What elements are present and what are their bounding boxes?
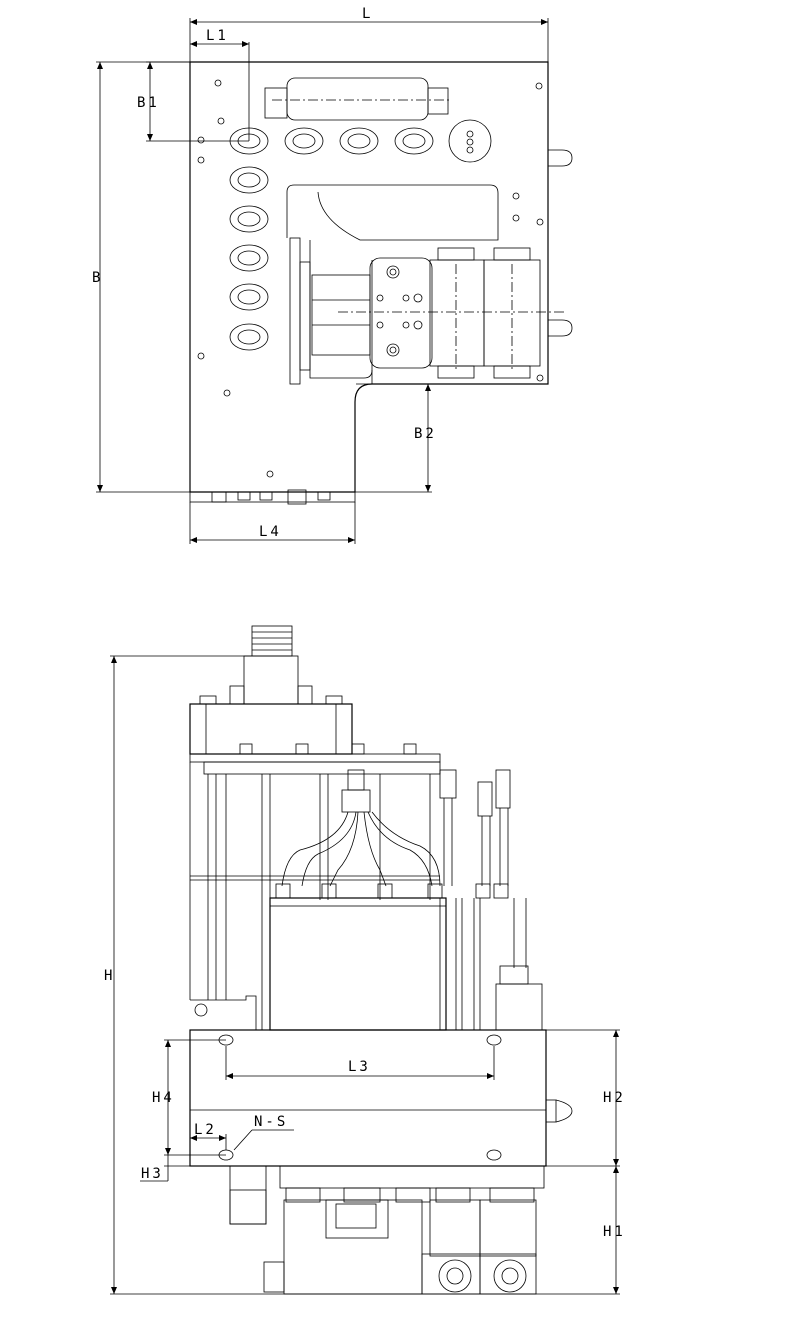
callout-NS: N-S (233, 1114, 294, 1151)
label-H1: H1 (603, 1224, 626, 1240)
dimension-H1: H1 (603, 1166, 626, 1294)
solenoid-front (495, 983, 543, 1031)
dimension-L4: L4 (189, 502, 356, 544)
front-view: H L3 H4 H2 L2 N-S (104, 625, 626, 1295)
top-connector (251, 625, 293, 657)
top-view-outline (189, 61, 549, 493)
top-view: L L1 B1 B B2 L4 (92, 6, 573, 544)
label-H2: H2 (603, 1090, 626, 1106)
dimension-H3: H3 (140, 1155, 190, 1182)
fitting-row (229, 119, 492, 163)
top-plate (189, 703, 353, 755)
label-B2: B2 (414, 426, 437, 442)
label-L1: L1 (206, 28, 229, 44)
dimension-B2: B2 (355, 384, 437, 493)
dimension-H: H (104, 655, 620, 1295)
dimension-H4: H4 (152, 1039, 226, 1156)
label-NS: N-S (254, 1114, 288, 1130)
dimension-L1: L1 (190, 28, 250, 141)
label-B1: B1 (137, 95, 160, 111)
dimension-B1: B1 (137, 61, 249, 142)
cylinder-body (269, 897, 447, 1031)
main-manifold (189, 1029, 547, 1167)
label-L3: L3 (348, 1059, 371, 1075)
dimension-L2: L2 (190, 1122, 227, 1150)
label-H3: H3 (141, 1166, 164, 1182)
label-B: B (92, 270, 103, 286)
label-L4: L4 (259, 524, 282, 540)
solenoid-valve-1 (429, 259, 485, 367)
mounting-holes (197, 79, 544, 478)
label-L2: L2 (194, 1122, 217, 1138)
label-H: H (104, 968, 115, 984)
dimension-L3: L3 (225, 1046, 495, 1080)
fitting-column (229, 166, 269, 351)
dimension-H2: H2 (546, 1029, 626, 1167)
top-cylinder (286, 77, 429, 121)
label-L: L (362, 6, 373, 22)
dimension-L: L (189, 6, 549, 62)
valve-block-top (369, 257, 433, 369)
label-H4: H4 (152, 1090, 175, 1106)
dimension-B: B (92, 61, 190, 493)
bottom-block (283, 1199, 423, 1295)
